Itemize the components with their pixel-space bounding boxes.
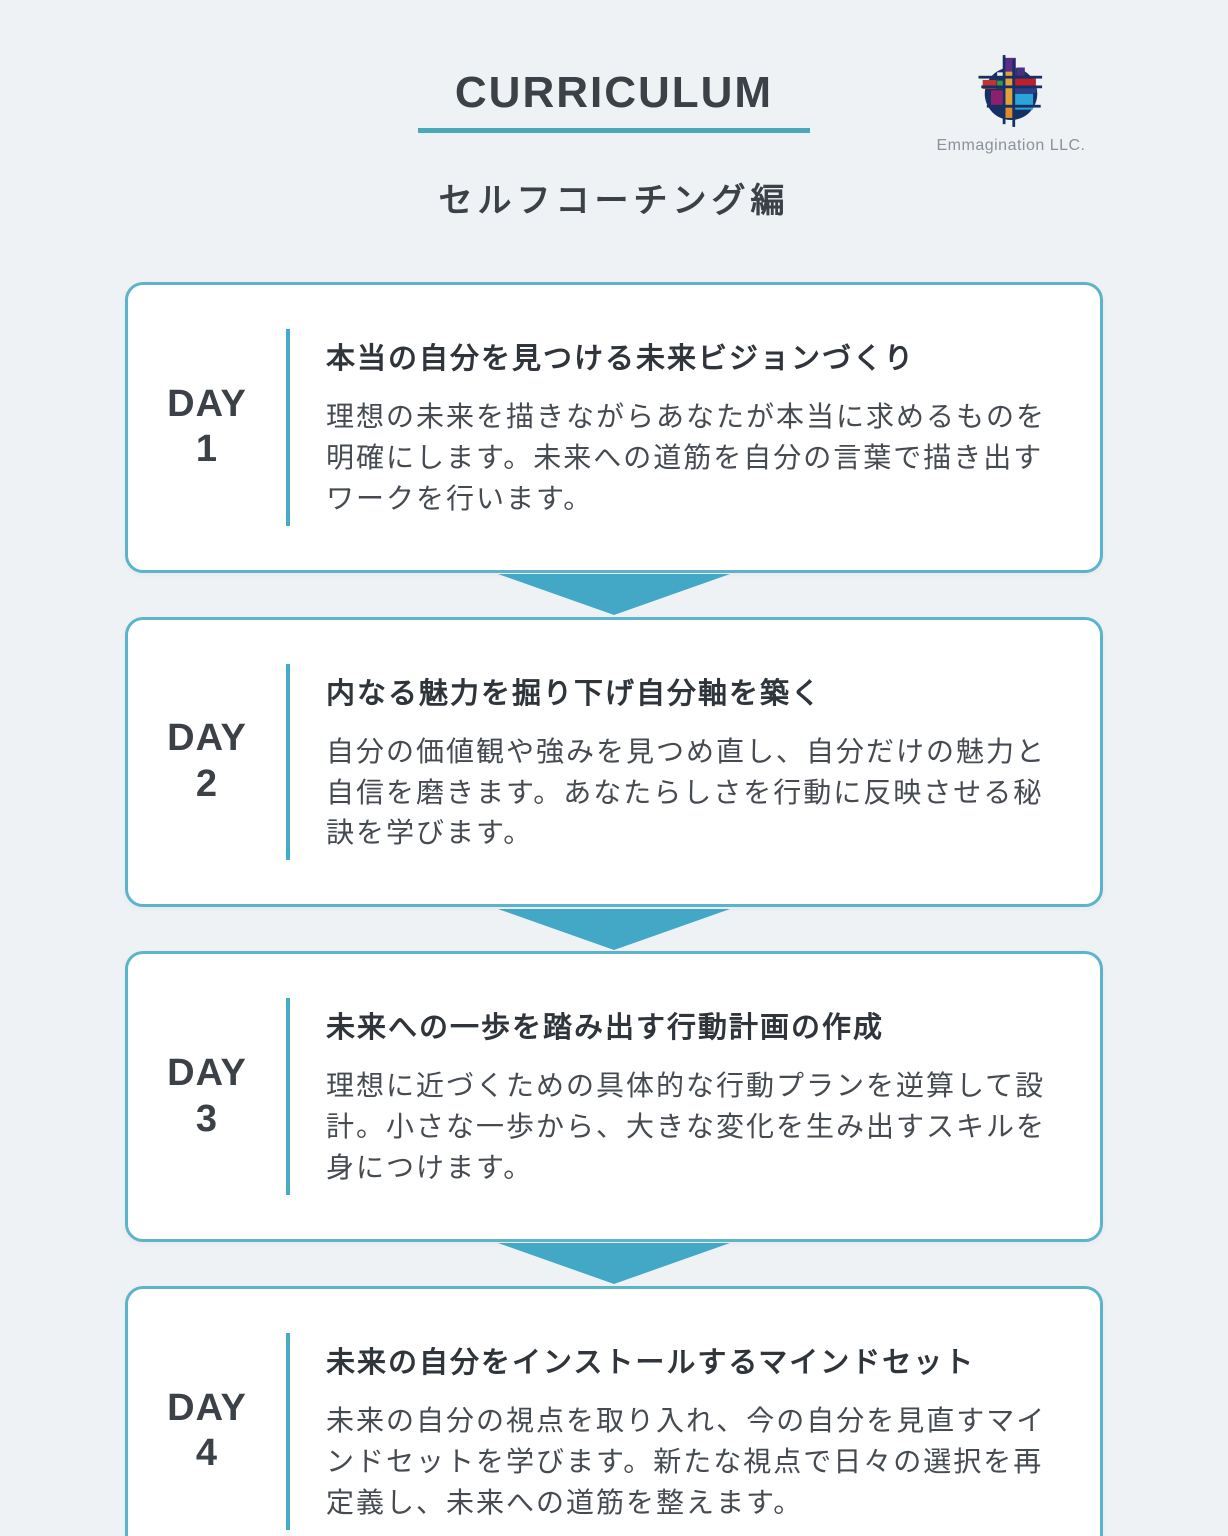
title-underline: [418, 128, 810, 133]
day-description: 自分の価値観や強みを見つめ直し、自分だけの魅力と自信を磨きます。あなたらしさを行…: [326, 735, 1047, 849]
day-description: 理想の未来を描きながらあなたが本当に求めるものを明確にします。未来への道筋を自分…: [326, 401, 1047, 514]
day-word: DAY: [167, 382, 247, 425]
arrow-separator-1: [125, 573, 1103, 617]
day-title: 未来の自分をインストールするマインドセット: [326, 1346, 976, 1379]
day-content-2: 内なる魅力を掘り下げ自分軸を築く 自分の価値観や強みを見つめ直し、自分だけの魅力…: [286, 663, 1062, 861]
day-card-2: DAY 2 内なる魅力を掘り下げ自分軸を築く 自分の価値観や強みを見つめ直し、自…: [125, 616, 1103, 908]
day-label-2: DAY 2: [128, 716, 286, 807]
day-label-3: DAY 3: [128, 1051, 286, 1142]
day-content-3: 未来への一歩を踏み出す行動計画の作成 理想に近づくための具体的な行動プランを逆算…: [286, 998, 1062, 1195]
page-title: CURRICULUM: [454, 68, 774, 117]
curriculum-list: DAY 1 本当の自分を見つける未来ビジョンづくり 理想の未来を描きながらあなた…: [125, 282, 1103, 1536]
day-word: DAY: [167, 1386, 247, 1429]
day-number: 1: [195, 428, 219, 471]
arrow-separator-3: [125, 1242, 1103, 1286]
day-number: 2: [195, 762, 219, 805]
mosaic-cross-logo-icon: [973, 52, 1049, 135]
day-number: 3: [195, 1097, 219, 1140]
day-card-3: DAY 3 未来への一歩を踏み出す行動計画の作成 理想に近づくための具体的な行動…: [125, 951, 1103, 1242]
company-logo: Emmagination LLC.: [916, 52, 1106, 155]
company-name: Emmagination LLC.: [936, 137, 1086, 154]
header: CURRICULUM セルフコーチング編: [0, 0, 1228, 222]
arrow-down-icon: [498, 574, 730, 616]
day-label-1: DAY 1: [128, 382, 286, 473]
arrow-down-icon: [498, 1243, 730, 1285]
day-card-1: DAY 1 本当の自分を見つける未来ビジョンづくり 理想の未来を描きながらあなた…: [125, 282, 1103, 573]
day-content-1: 本当の自分を見つける未来ビジョンづくり 理想の未来を描きながらあなたが本当に求め…: [286, 329, 1062, 526]
day-number: 4: [195, 1432, 219, 1475]
day-description: 未来の自分の視点を取り入れ、今の自分を見直すマインドセットを学びます。新たな視点…: [326, 1404, 1047, 1518]
day-title: 未来への一歩を踏み出す行動計画の作成: [326, 1012, 885, 1045]
arrow-separator-2: [125, 907, 1103, 951]
day-word: DAY: [167, 717, 247, 760]
page-subtitle: セルフコーチング編: [438, 182, 790, 220]
day-title: 内なる魅力を掘り下げ自分軸を築く: [326, 677, 823, 710]
day-content-4: 未来の自分をインストールするマインドセット 未来の自分の視点を取り入れ、今の自分…: [286, 1332, 1062, 1530]
arrow-down-icon: [498, 908, 730, 950]
day-card-4: DAY 4 未来の自分をインストールするマインドセット 未来の自分の視点を取り入…: [125, 1285, 1103, 1536]
day-title: 本当の自分を見つける未来ビジョンづくり: [326, 343, 916, 375]
day-description: 理想に近づくための具体的な行動プランを逆算して設計。小さな一歩から、大きな変化を…: [326, 1070, 1047, 1183]
day-word: DAY: [167, 1051, 247, 1094]
day-label-4: DAY 4: [128, 1386, 286, 1477]
